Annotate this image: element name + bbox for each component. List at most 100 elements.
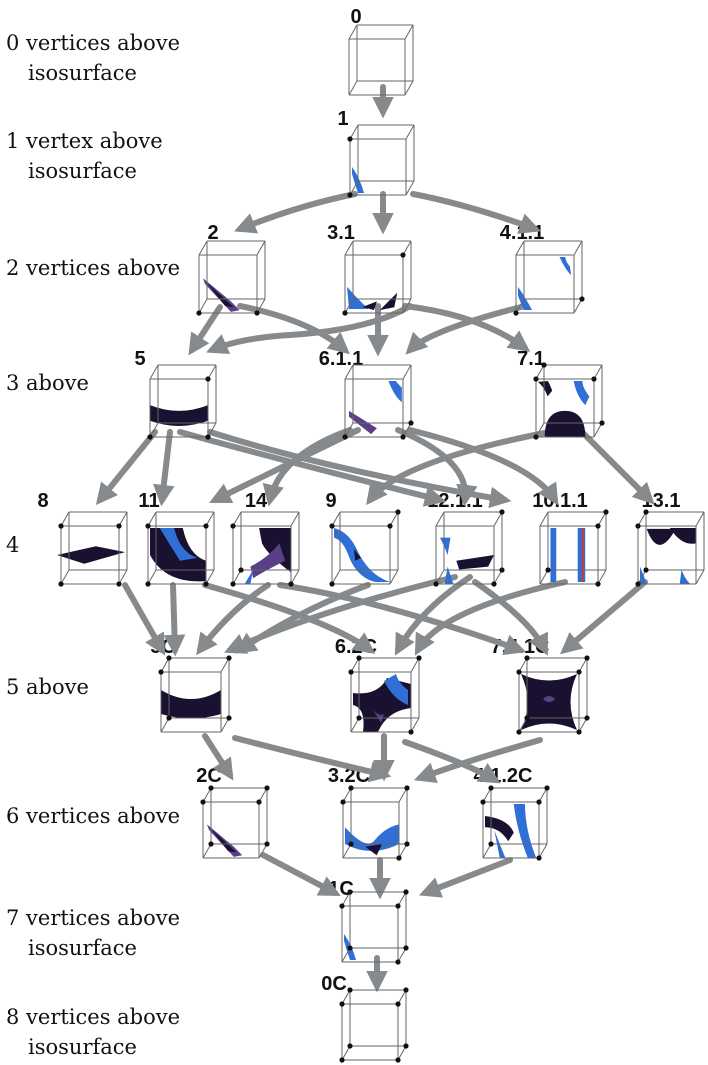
isosurface (334, 528, 390, 582)
isosurface (211, 828, 237, 853)
isosurface (485, 816, 514, 842)
vertex-dot (230, 523, 236, 529)
cube-case-13-1 (635, 509, 705, 587)
vertex-dot (347, 192, 353, 198)
isosurface (244, 569, 254, 584)
isosurface (573, 381, 590, 406)
vertex-dot (403, 987, 409, 993)
vertex-dot (147, 434, 153, 440)
vertex-dot (524, 655, 530, 661)
isosurface (150, 405, 208, 426)
vertex-dot (226, 715, 232, 721)
vertex-dot (396, 855, 402, 861)
vertex-dot (404, 841, 410, 847)
vertex-dot (205, 376, 211, 382)
vertex-dot (545, 567, 551, 573)
isosurface (456, 555, 494, 570)
case-label-3-1: 3.1 (327, 222, 355, 244)
cube-case-3-1 (342, 240, 412, 316)
vertex-dot (395, 509, 401, 515)
row-label-6: 6 vertices above (6, 804, 181, 828)
cube-case-2C (200, 785, 270, 859)
vertex-dot (541, 362, 547, 368)
cube-case-1 (347, 124, 415, 198)
case-label-5: 5 (134, 348, 146, 370)
isosurface (372, 708, 384, 723)
cube-case-5C (158, 655, 232, 733)
arrow-8 (206, 303, 413, 354)
case-label-14: 14 (244, 490, 268, 512)
vertex-dot (395, 903, 401, 909)
vertex-dot (584, 715, 590, 721)
cube-case-6-1-1 (342, 364, 414, 440)
vertex-dot (288, 581, 294, 587)
vertex-dot (348, 841, 354, 847)
arrow-25 (277, 582, 527, 656)
vertex-dot (576, 669, 582, 675)
cube-case-9 (329, 509, 401, 587)
arrow-21 (122, 582, 166, 656)
row-label-5: 5 above (6, 675, 89, 699)
vertex-dot (603, 509, 609, 515)
cube-case-4-1-2C (480, 785, 550, 861)
vertex-dot (339, 1057, 345, 1063)
isosurface (444, 566, 454, 584)
cube-case-0 (348, 24, 414, 96)
vertex-dot (524, 715, 530, 721)
cube-case-0C (339, 987, 409, 1063)
isosurface (365, 844, 383, 856)
vertex-dot (499, 567, 505, 573)
vertex-dot (533, 376, 539, 382)
isosurface (538, 381, 553, 397)
vertex-dot (513, 310, 519, 316)
isosurface (440, 537, 451, 555)
arrow-36 (402, 739, 501, 784)
case-label-9: 9 (325, 490, 337, 512)
arrow-20 (577, 427, 655, 505)
vertex-dot (342, 434, 348, 440)
vertex-dot (643, 567, 649, 573)
isosurface (679, 569, 691, 584)
vertex-dot (536, 799, 542, 805)
isosurface (544, 410, 586, 437)
cube-case-5 (147, 364, 217, 440)
vertex-dot (491, 581, 497, 587)
case-label-1: 1 (337, 108, 349, 130)
arrow-35 (413, 737, 543, 784)
isosurface (207, 282, 234, 308)
arrow-11 (95, 429, 158, 506)
vertex-dot (416, 655, 422, 661)
isosurface (550, 528, 557, 582)
vertex-dot (403, 1043, 409, 1049)
cube-case-1C (339, 889, 409, 965)
arrow-32 (202, 733, 234, 781)
isosurface (384, 674, 408, 705)
arrow-24 (196, 582, 271, 656)
vertex-dot (599, 420, 605, 426)
vertex-dot (339, 1001, 345, 1007)
vertex-dot (595, 523, 601, 529)
vertex-dot (347, 987, 353, 993)
arrow-33 (232, 735, 392, 783)
vertex-dot (166, 715, 172, 721)
arrow-31 (560, 579, 648, 655)
vertex-dot (533, 434, 539, 440)
vertex-dot (158, 669, 164, 675)
vertex-dot (400, 252, 406, 258)
vertex-dot (408, 420, 414, 426)
vertex-dot (58, 581, 64, 587)
isosurface (513, 804, 537, 858)
vertex-dot (238, 567, 244, 573)
vertex-dot (536, 855, 542, 861)
vertex-dot (145, 523, 151, 529)
case-label-8: 8 (37, 490, 49, 512)
isosurface (203, 278, 240, 312)
cube-case-6-2C (348, 655, 422, 735)
vertex-dot (591, 376, 597, 382)
vertex-dot (347, 1043, 353, 1049)
vertex-dot (339, 903, 345, 909)
arrow-5 (188, 304, 223, 356)
vertex-dot (433, 581, 439, 587)
cube-cases (57, 24, 705, 1063)
